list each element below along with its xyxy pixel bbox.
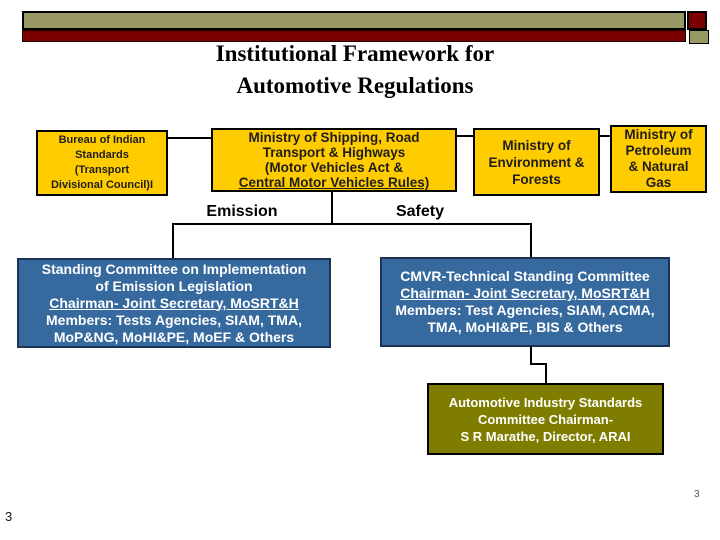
moef-line: Forests bbox=[512, 171, 561, 187]
slide-title: Institutional Framework for Automotive R… bbox=[0, 38, 710, 102]
bis-line: Divisional Council)I bbox=[50, 179, 154, 191]
connector-emission-drop bbox=[172, 223, 174, 258]
emission-committee-line: MoP&NG, MoHI&PE, MoEF & Others bbox=[53, 328, 295, 345]
box-ministry-environment-forests: Ministry of Environment & Forests bbox=[473, 128, 600, 196]
box-ministry-shipping-road-transport: Ministry of Shipping, Road Transport & H… bbox=[211, 128, 457, 192]
safety-committee-line: TMA, MoHI&PE, BIS & Others bbox=[427, 319, 623, 335]
label-emission: Emission bbox=[206, 203, 278, 220]
connector-bis-to-mosrth bbox=[167, 137, 211, 139]
emission-committee-chairman-underlined: Chairman- Joint Secretary, MoSRT&H bbox=[49, 294, 299, 311]
connector-cmvr-step bbox=[530, 363, 547, 365]
ais-line: S R Marathe, Director, ARAI bbox=[460, 428, 631, 444]
safety-committee-line: Members: Test Agencies, SIAM, ACMA, bbox=[395, 302, 655, 318]
emission-committee-line: Standing Committee on Implementation bbox=[41, 260, 307, 277]
bis-line: Standards bbox=[75, 149, 129, 161]
bis-line: Bureau of Indian bbox=[58, 134, 146, 146]
slide-title-line1: Institutional Framework for bbox=[215, 41, 495, 66]
box-standing-committee-emission: Standing Committee on Implementation of … bbox=[17, 258, 331, 348]
emission-committee-line: Members: Tests Agencies, SIAM, TMA, bbox=[46, 311, 302, 328]
slide-title-line2: Automotive Regulations bbox=[236, 73, 474, 98]
connector-mosrth-down bbox=[331, 191, 333, 225]
header-corner-red-square bbox=[687, 11, 707, 30]
header-corner-tan-square bbox=[689, 30, 709, 44]
box-automotive-industry-standards-committee: Automotive Industry Standards Committee … bbox=[427, 383, 664, 455]
slide-number-right: 3 bbox=[694, 489, 700, 500]
safety-committee-chairman-underlined: Chairman- Joint Secretary, MoSRT&H bbox=[400, 285, 650, 301]
bis-line: (Transport bbox=[74, 164, 130, 176]
mopng-line: Ministry of bbox=[624, 127, 693, 142]
connector-cmvr-down-2 bbox=[545, 363, 547, 383]
connector-moef-to-mopng bbox=[599, 135, 610, 137]
safety-committee-line: CMVR-Technical Standing Committee bbox=[400, 268, 650, 284]
connector-branch-horizontal bbox=[172, 223, 532, 225]
mosrth-line-underlined: Central Motor Vehicles Rules) bbox=[238, 175, 430, 190]
emission-committee-line: of Emission Legislation bbox=[95, 277, 253, 294]
mopng-line: Petroleum bbox=[625, 143, 692, 158]
ais-line: Committee Chairman- bbox=[477, 411, 614, 427]
connector-mosrth-to-moef bbox=[456, 135, 473, 137]
mosrth-line: (Motor Vehicles Act & bbox=[264, 160, 404, 175]
connector-cmvr-down-1 bbox=[530, 346, 532, 365]
header-bar-tan bbox=[22, 11, 686, 30]
slide-number-left: 3 bbox=[5, 509, 13, 524]
ais-line: Automotive Industry Standards bbox=[448, 394, 643, 410]
moef-line: Ministry of bbox=[502, 137, 571, 153]
mopng-line: & Natural bbox=[628, 159, 689, 174]
moef-line: Environment & bbox=[488, 154, 585, 170]
header-bar-maroon bbox=[22, 30, 686, 42]
mosrth-line: Transport & Highways bbox=[262, 145, 406, 160]
connector-safety-drop bbox=[530, 223, 532, 257]
mopng-line: Gas bbox=[645, 175, 672, 190]
label-safety: Safety bbox=[395, 203, 445, 220]
mosrth-line: Ministry of Shipping, Road bbox=[248, 130, 420, 145]
box-cmvr-technical-standing-committee: CMVR-Technical Standing Committee Chairm… bbox=[380, 257, 670, 347]
box-bureau-of-indian-standards: Bureau of Indian Standards (Transport Di… bbox=[36, 130, 168, 196]
box-ministry-petroleum-natural-gas: Ministry of Petroleum & Natural Gas bbox=[610, 125, 707, 193]
